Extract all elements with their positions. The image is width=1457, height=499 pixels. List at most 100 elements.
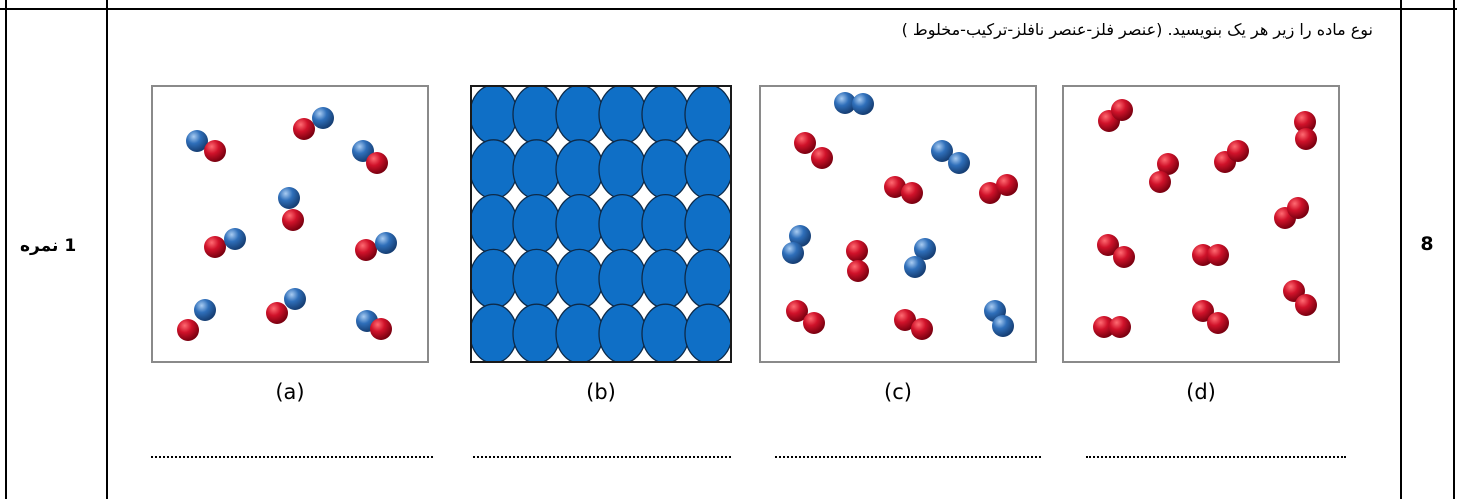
- score-label: 1 نمره: [20, 236, 77, 256]
- blue-atom: [931, 140, 953, 162]
- lattice-atom: [641, 87, 690, 145]
- red-atom: [204, 236, 226, 258]
- red-atom: [1157, 153, 1179, 175]
- blue-atom: [375, 232, 397, 254]
- lattice-atom: [641, 139, 690, 200]
- lattice-atom: [512, 303, 561, 361]
- question-text: نوع ماده را زیر هر یک بنویسید. (عنصر فلز…: [901, 20, 1373, 39]
- lattice-atom: [512, 248, 561, 309]
- panel-b: [470, 85, 732, 363]
- panel-b-label: (b): [586, 380, 616, 404]
- red-atom: [1192, 300, 1214, 322]
- lattice-atom: [684, 303, 730, 361]
- red-atom: [1207, 244, 1229, 266]
- lattice-atom: [555, 303, 604, 361]
- table-border-left: [5, 0, 7, 499]
- red-atom: [1093, 316, 1115, 338]
- lattice-atom: [472, 139, 518, 200]
- answer-line-c[interactable]: [775, 444, 1041, 458]
- lattice-atom: [555, 87, 604, 145]
- red-atom: [1109, 316, 1131, 338]
- lattice-atom: [598, 139, 647, 200]
- red-atom: [847, 260, 869, 282]
- mixed-blue-and-red-diatomic-molecules-icon: [782, 92, 1018, 340]
- blue-atom: [782, 242, 804, 264]
- red-atom: [911, 318, 933, 340]
- table-border-top: [0, 8, 1457, 10]
- blue-red-diatomic-molecules-icon: [177, 107, 397, 341]
- panel-a-label: (a): [275, 380, 305, 404]
- red-atom: [370, 318, 392, 340]
- red-atom: [846, 240, 868, 262]
- red-atom: [786, 300, 808, 322]
- lattice-atom: [598, 193, 647, 255]
- blue-atom: [194, 299, 216, 321]
- lattice-atom: [684, 193, 730, 255]
- blue-atom: [852, 93, 874, 115]
- panel-c: [759, 85, 1037, 363]
- red-atom: [1294, 111, 1316, 133]
- blue-atom: [284, 288, 306, 310]
- red-atom: [266, 302, 288, 324]
- red-atom: [1295, 128, 1317, 150]
- answer-line-b[interactable]: [473, 444, 731, 458]
- red-atom: [282, 209, 304, 231]
- panel-d: [1062, 85, 1340, 363]
- blue-atom: [834, 92, 856, 114]
- red-atom: [366, 152, 388, 174]
- table-border-right: [1453, 0, 1455, 499]
- red-atom: [1287, 197, 1309, 219]
- lattice-atom: [512, 139, 561, 200]
- number-column-divider: [1400, 0, 1402, 499]
- lattice-atom: [641, 193, 690, 255]
- red-atom: [204, 140, 226, 162]
- blue-atom: [186, 130, 208, 152]
- lattice-atom: [472, 193, 518, 255]
- blue-atom: [904, 256, 926, 278]
- lattice-atom: [472, 87, 518, 145]
- panel-d-label: (d): [1186, 380, 1216, 404]
- red-atom: [1111, 99, 1133, 121]
- red-atom: [293, 118, 315, 140]
- question-number: 8: [1420, 233, 1434, 255]
- lattice-atom: [472, 303, 518, 361]
- lattice-atom: [555, 248, 604, 309]
- lattice-atom: [555, 139, 604, 200]
- red-atom: [794, 132, 816, 154]
- blue-atom: [992, 315, 1014, 337]
- answer-line-a[interactable]: [151, 444, 433, 458]
- blue-atom: [312, 107, 334, 129]
- blue-atom-lattice-icon: [472, 87, 730, 361]
- red-atom: [1113, 246, 1135, 268]
- lattice-atom: [684, 248, 730, 309]
- blue-atom: [789, 225, 811, 247]
- red-atom: [1207, 312, 1229, 334]
- red-atom: [1097, 234, 1119, 256]
- panel-c-label: (c): [884, 380, 912, 404]
- red-atom: [901, 182, 923, 204]
- red-diatomic-molecules-icon: [1093, 99, 1317, 338]
- red-atom: [884, 176, 906, 198]
- blue-atom: [278, 187, 300, 209]
- answer-line-d[interactable]: [1086, 444, 1346, 458]
- red-atom: [177, 319, 199, 341]
- lattice-atom: [512, 87, 561, 145]
- red-atom: [996, 174, 1018, 196]
- lattice-atom: [472, 248, 518, 309]
- lattice-atom: [598, 303, 647, 361]
- lattice-atom: [598, 87, 647, 145]
- red-atom: [1149, 171, 1171, 193]
- score-column-divider: [106, 0, 108, 499]
- lattice-atom: [684, 139, 730, 200]
- lattice-atom: [555, 193, 604, 255]
- red-atom: [1227, 140, 1249, 162]
- red-atom: [803, 312, 825, 334]
- lattice-atom: [641, 248, 690, 309]
- red-atom: [894, 309, 916, 331]
- panel-a: [151, 85, 429, 363]
- blue-atom: [224, 228, 246, 250]
- lattice-atom: [641, 303, 690, 361]
- blue-atom: [914, 238, 936, 260]
- blue-atom: [948, 152, 970, 174]
- lattice-atom: [684, 87, 730, 145]
